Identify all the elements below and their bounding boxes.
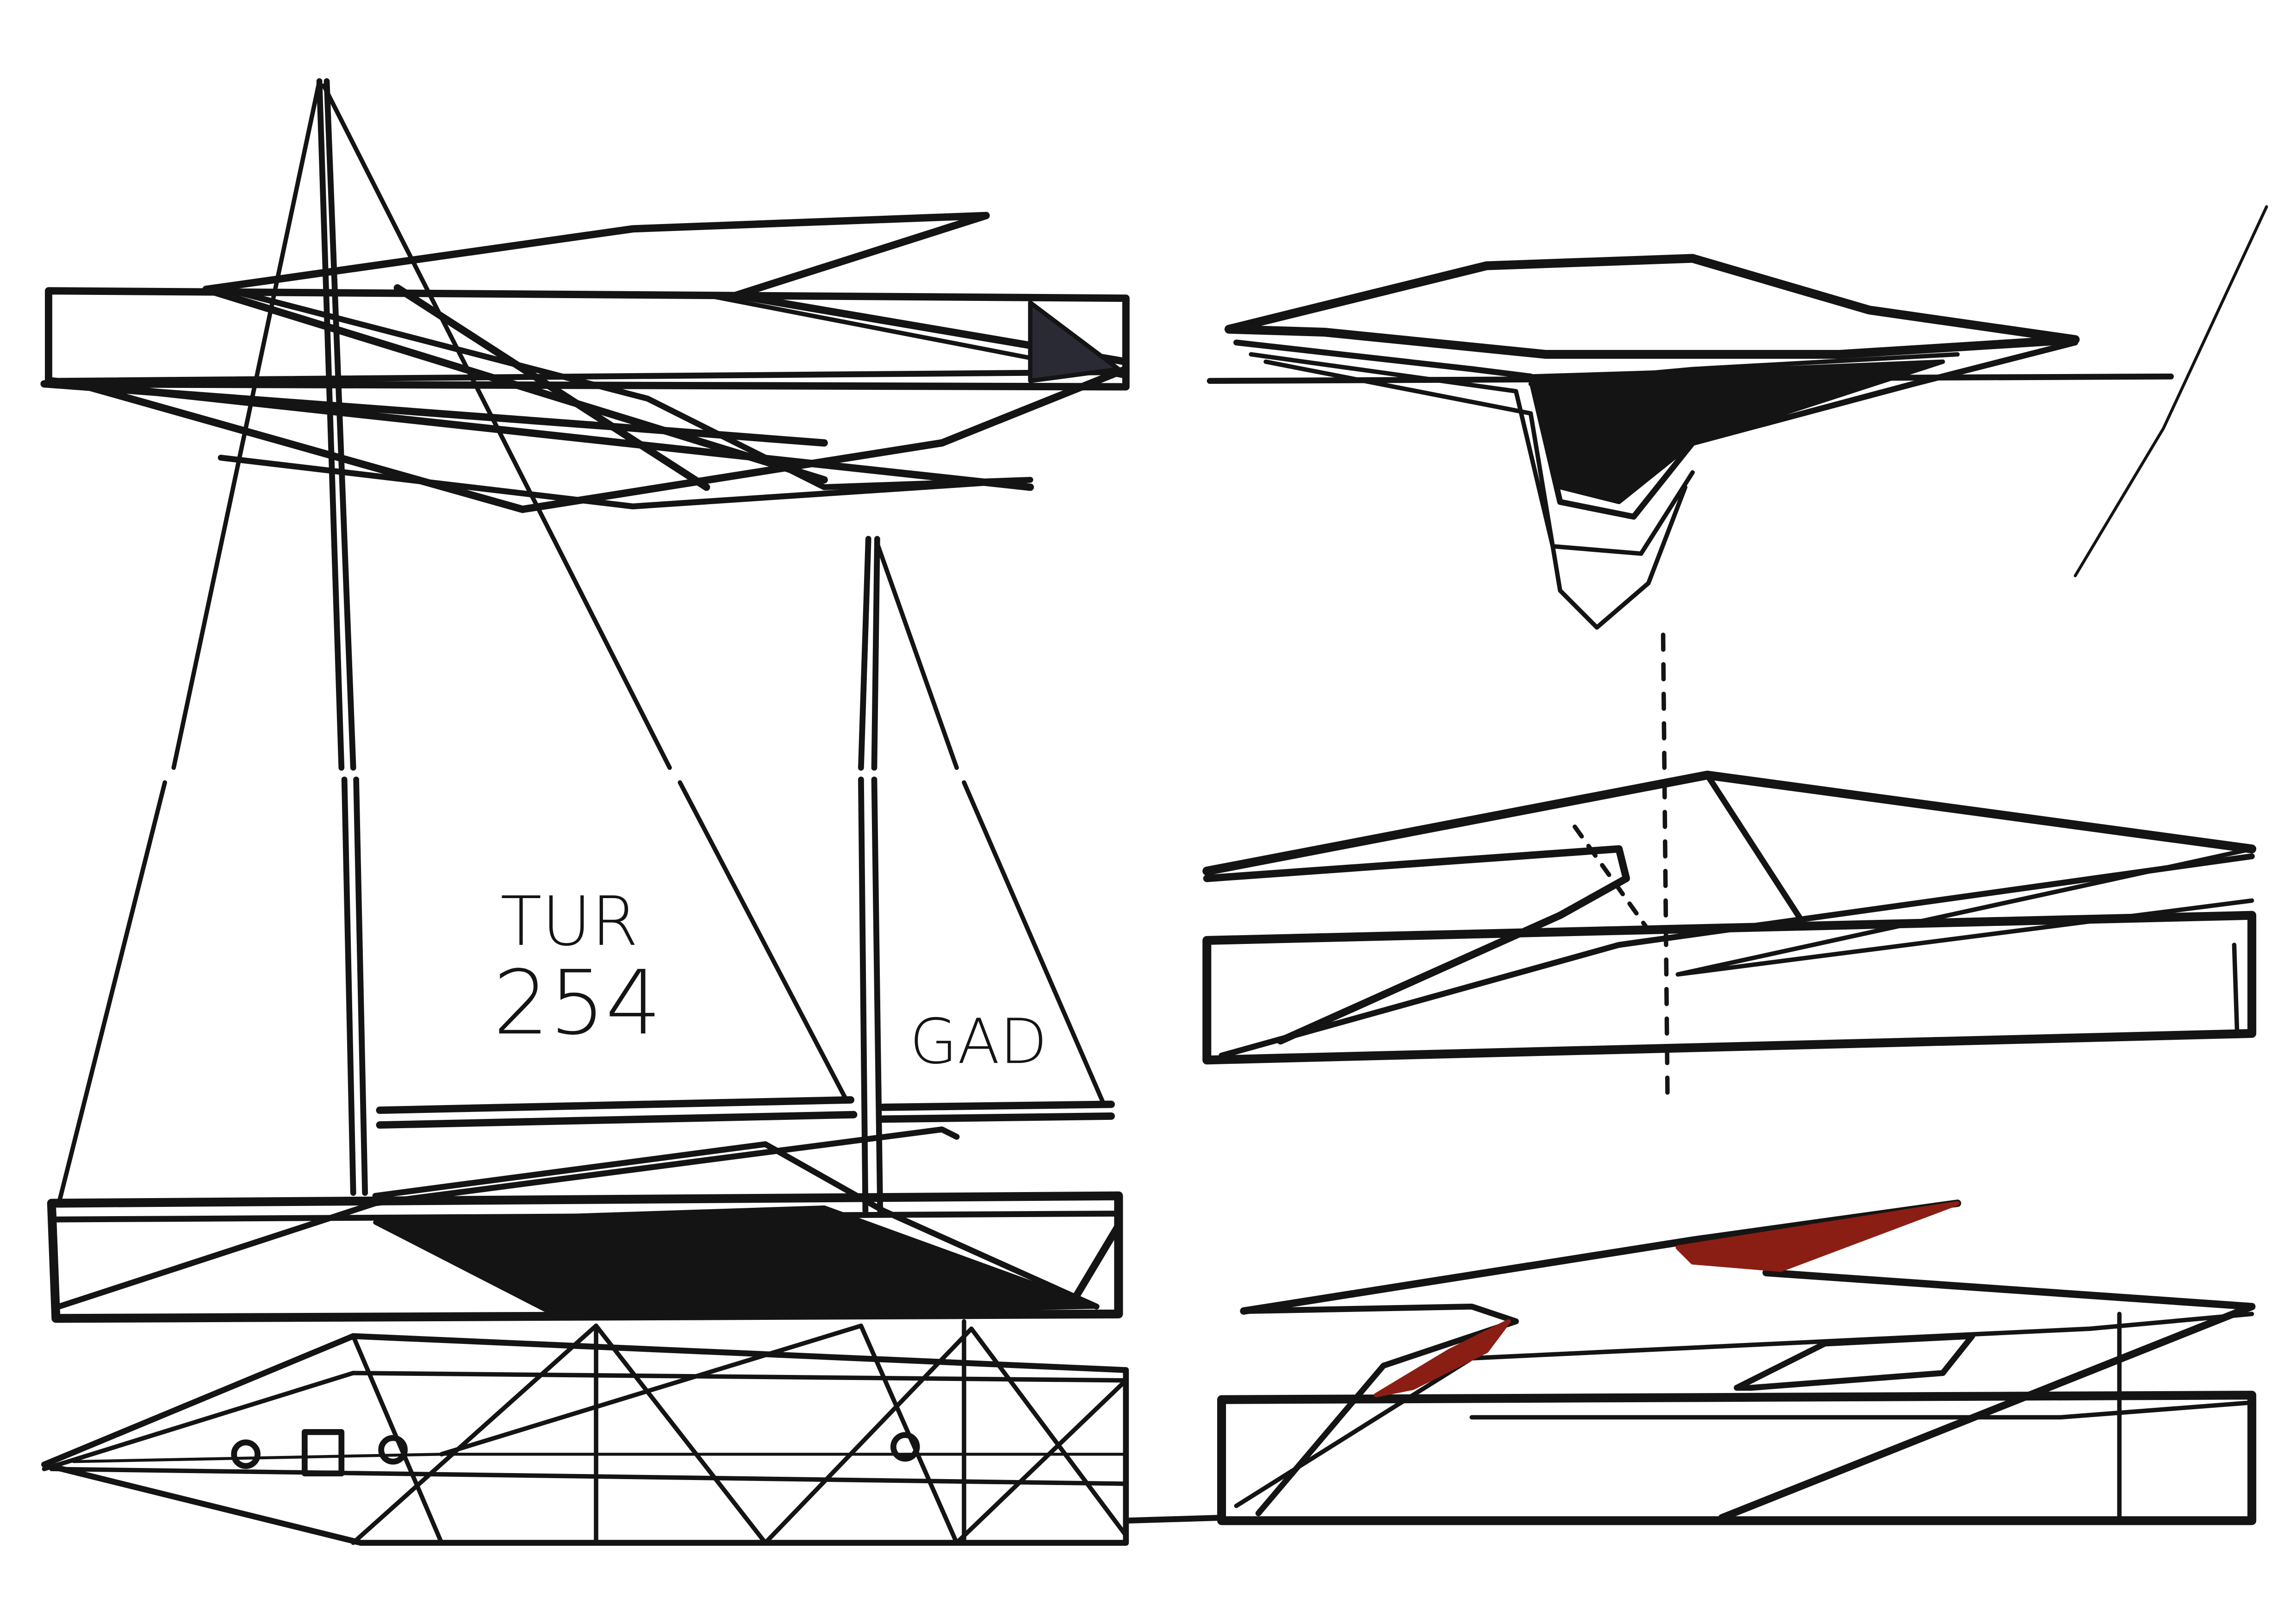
wedge-form-sketch: [1202, 770, 2257, 1065]
sail-number-top: TUR: [500, 882, 638, 961]
hull-dark-fill: [373, 1205, 1099, 1319]
red-accent-top: [1675, 1201, 1960, 1272]
boom: [376, 1096, 1115, 1129]
red-accent-left: [1374, 1319, 1511, 1398]
jib-text: GAD: [909, 1006, 1047, 1078]
hull-side-view: [47, 1126, 1123, 1323]
drop-dark-fill: [1528, 359, 1945, 505]
sail-number-bottom: 254: [493, 952, 661, 1055]
portholes: [231, 1429, 920, 1477]
drop-form-sketch: [1207, 205, 2268, 1102]
hull-plan-view-top: [40, 212, 1130, 513]
jib-sail: [875, 541, 1106, 1107]
porthole-icon: [378, 1435, 408, 1465]
porthole-icon: [890, 1432, 920, 1462]
sailboat-drawing: [40, 78, 1225, 1546]
wave-form-sketch: [1217, 1199, 2257, 1525]
main-sail: [56, 79, 849, 1206]
main-mast: [316, 78, 368, 1196]
jib-mast: [858, 536, 884, 1214]
hatch-icon: [301, 1429, 345, 1477]
porthole-icon: [231, 1439, 261, 1469]
hull-underside-truss: [41, 1319, 1129, 1546]
hull-connector-line: [1123, 1515, 1225, 1524]
